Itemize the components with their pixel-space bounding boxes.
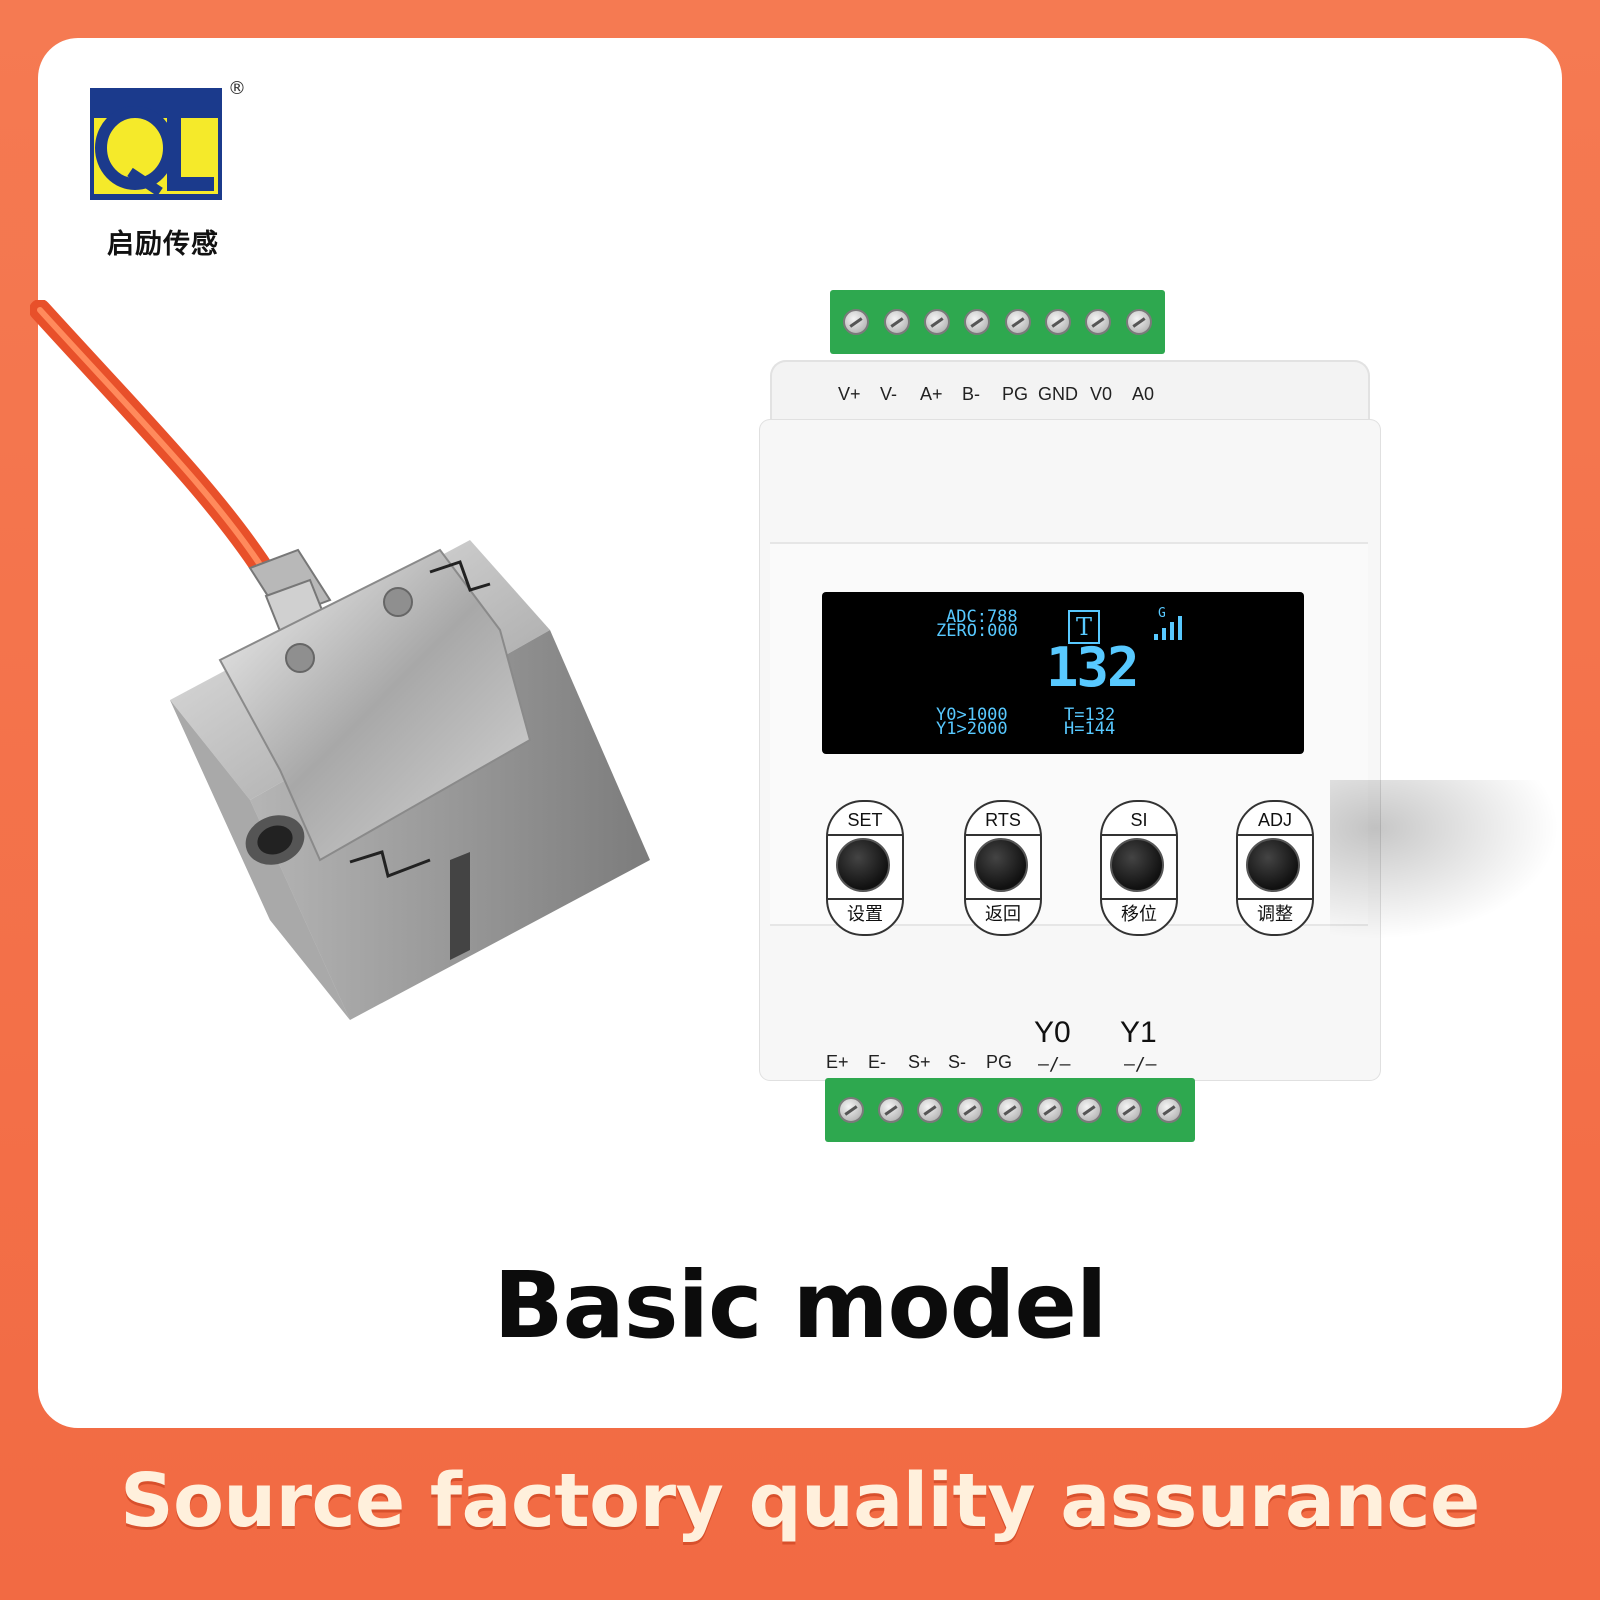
terminal-screw[interactable] [917,1097,944,1123]
top-terminal-block [830,290,1165,354]
terminal-screw[interactable] [957,1097,984,1123]
terminal-screw[interactable] [1076,1097,1103,1123]
button-knob[interactable] [1246,838,1300,892]
pin-label: PG [1002,384,1029,404]
h-value: H=144 [1064,719,1116,739]
footer-slogan: Source factory quality assurance [120,1458,1480,1544]
relay-switch-symbol: —/— [1124,1054,1157,1075]
terminal-screw[interactable] [1125,309,1152,335]
terminal-screw[interactable] [996,1097,1023,1123]
terminal-screw[interactable] [923,309,950,335]
pin-label: V- [880,384,898,404]
terminal-screw[interactable] [837,1097,864,1123]
terminal-screw[interactable] [1036,1097,1063,1123]
pin-label: GND [1038,384,1078,404]
pin-label: V+ [838,384,861,404]
pin-label: S+ [908,1052,931,1072]
signal-strength-icon [1154,616,1182,640]
terminal-screw[interactable] [883,309,910,335]
pin-label: PG [986,1052,1013,1072]
pin-label: E- [868,1052,886,1072]
terminal-screw[interactable] [964,309,991,335]
brand-name: 启励传感 [107,229,219,260]
y0-setpoint: Y0>1000 [936,705,1008,725]
pin-label: S- [948,1052,966,1072]
weighing-controller: V+ V- A+ B- PG GND V0 A0 ADC:788 ZERO:00… [760,280,1390,1170]
terminal-screw[interactable] [1116,1097,1143,1123]
bottom-terminal-block [825,1078,1195,1142]
pin-label: A0 [1132,384,1155,404]
terminal-screw[interactable] [1004,309,1031,335]
weight-reading: 132 [1046,636,1140,699]
relay-y0-label: Y0 [1034,1016,1071,1049]
terminal-screw[interactable] [1156,1097,1182,1123]
brand-logo [90,88,222,200]
button-knob[interactable] [836,838,890,892]
relay-switch-symbol: —/— [1038,1054,1071,1075]
button-knob[interactable] [1110,838,1164,892]
terminal-screw[interactable] [1045,309,1072,335]
oled-display: ADC:788 ZERO:000 T G 132 Y0>1000 Y1>2000… [822,592,1304,754]
si-button[interactable]: SI 移位 [1100,800,1178,936]
pin-label: E+ [826,1052,849,1072]
device-shadow [1330,780,1560,940]
pin-label: V0 [1090,384,1113,404]
pin-label: B- [962,384,980,404]
zero-readout: ZERO:000 [936,621,1018,641]
pin-label: A+ [920,384,943,404]
product-caption: Basic model [493,1252,1108,1359]
registered-mark: ® [228,78,246,99]
t-value: T=132 [1064,705,1116,725]
adj-button[interactable]: ADJ 调整 [1236,800,1314,936]
load-cell-image [30,300,650,1020]
terminal-screw[interactable] [843,309,870,335]
signal-label: G [1158,606,1166,621]
terminal-screw[interactable] [877,1097,904,1123]
y1-setpoint: Y1>2000 [936,719,1008,739]
relay-y1-label: Y1 [1120,1016,1157,1049]
terminal-screw[interactable] [1085,309,1112,335]
button-knob[interactable] [974,838,1028,892]
rts-button[interactable]: RTS 返回 [964,800,1042,936]
tare-indicator: T [1068,610,1100,644]
set-button[interactable]: SET 设置 [826,800,904,936]
adc-readout: ADC:788 [946,607,1018,627]
